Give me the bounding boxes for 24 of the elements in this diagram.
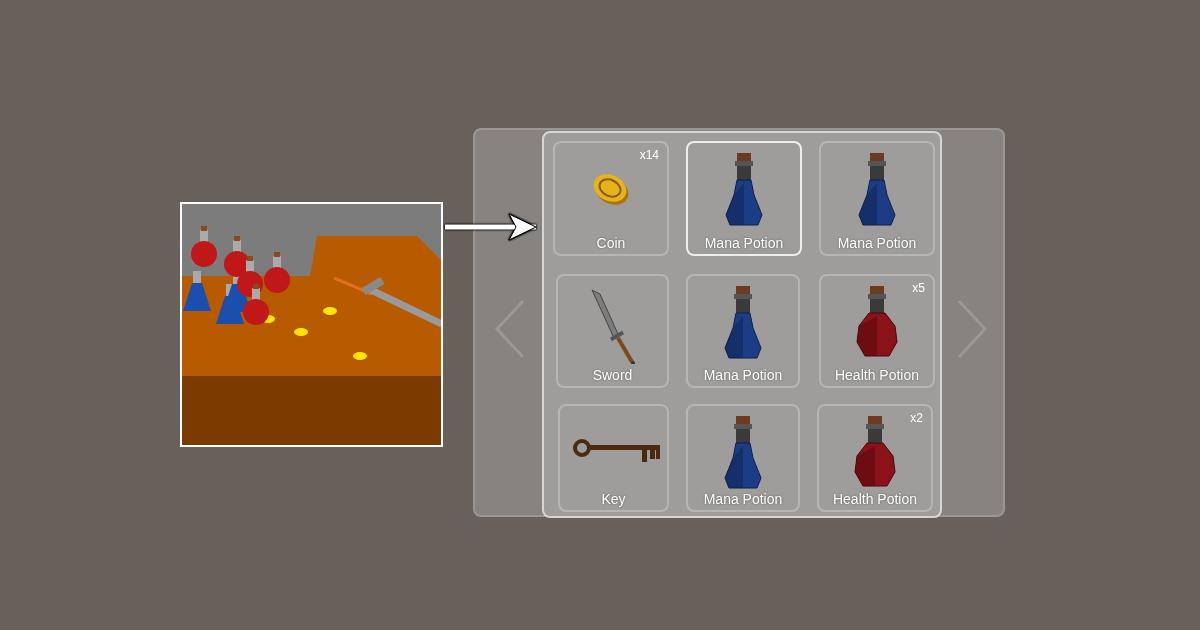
- inventory-slot: [558, 404, 669, 512]
- item-name: Key: [600, 490, 627, 508]
- item-name: Coin: [595, 234, 627, 252]
- item-count: x14: [639, 149, 659, 161]
- inventory-slot: [817, 404, 933, 512]
- item-name: Health Potion: [833, 366, 921, 384]
- inventory-slot: [819, 141, 935, 256]
- item-name: Mana Potion: [836, 234, 918, 252]
- item-count: x2: [910, 412, 923, 424]
- item-name: Mana Potion: [702, 366, 784, 384]
- inventory-slot: [556, 274, 669, 388]
- item-name: Mana Potion: [703, 234, 785, 252]
- inventory-frame: [473, 128, 1005, 517]
- item-name: Health Potion: [831, 490, 919, 508]
- item-name: Sword: [591, 366, 634, 384]
- inventory-slot: [686, 141, 802, 256]
- inventory-slot: [686, 274, 800, 388]
- arrow: [445, 213, 537, 241]
- inventory-grid-panel: [542, 131, 942, 518]
- inventory-slot: [553, 141, 669, 256]
- inventory-slot: [819, 274, 935, 388]
- item-count: x5: [912, 282, 925, 294]
- inventory-slot: [686, 404, 800, 512]
- item-name: Mana Potion: [702, 490, 784, 508]
